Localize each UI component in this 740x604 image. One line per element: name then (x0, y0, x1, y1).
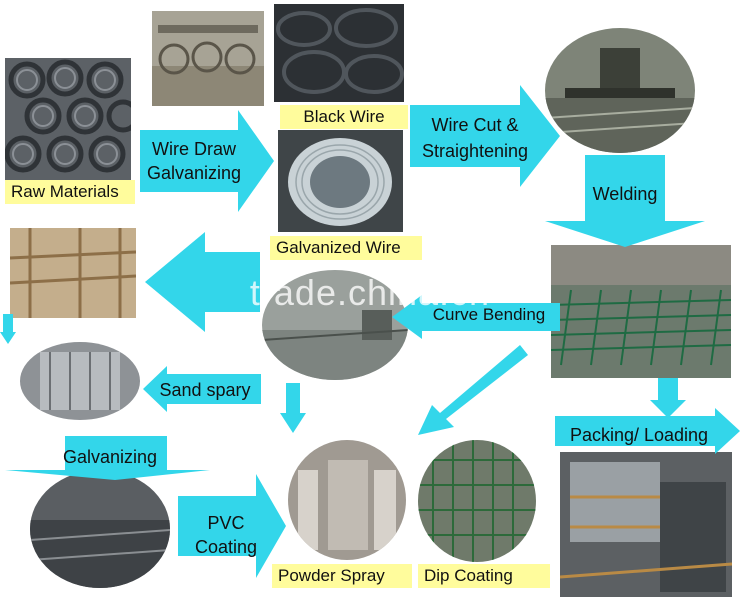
welded-mesh-photo (551, 245, 731, 378)
galvanized-wire-label: Galvanized Wire (270, 236, 422, 260)
welding-label: Welding (592, 184, 658, 204)
watermark: trade.china.cn (249, 272, 491, 313)
rack-photo (10, 228, 136, 318)
wire-draw-label: Wire Draw (152, 139, 236, 159)
pvc-label: PVC (207, 513, 245, 533)
curve-bending-arrow (392, 295, 560, 339)
wire-cut-label: Wire Cut & (431, 115, 519, 135)
welding-arrow (545, 155, 705, 247)
curve-bending-label: Curve Bending (432, 305, 546, 324)
galvanizing-label-2: Galvanizing (62, 447, 158, 467)
wire-draw-arrow (140, 110, 274, 212)
packing-down-arrow (650, 378, 686, 418)
wire-draw-photo (152, 11, 264, 106)
dip-coating-photo (418, 440, 536, 562)
packing-loading-photo (560, 452, 732, 597)
sand-spary-label: Sand spary (159, 380, 251, 400)
sand-spray-photo (20, 342, 140, 420)
powder-spray-label: Powder Spray (272, 564, 412, 588)
left-down-arrow (0, 314, 16, 344)
galvanizing-bath-photo (30, 470, 170, 588)
galvanizing-label-1: Galvanizing (146, 163, 242, 183)
straightening-label: Straightening (421, 141, 529, 161)
welding-machine-photo (545, 28, 695, 153)
powder-spray-photo (288, 440, 406, 560)
packing-loading-label: Packing/ Loading (569, 425, 709, 445)
rack-arrow (145, 232, 260, 332)
raw-materials-photo (5, 58, 131, 204)
dip-diagonal-arrow (418, 345, 528, 435)
black-wire-label: Black Wire (280, 105, 408, 129)
black-wire-photo (274, 4, 404, 102)
dip-coating-label: Dip Coating (418, 564, 550, 588)
sand-spary-arrow (143, 366, 261, 412)
pvc-coating-arrow (178, 474, 286, 578)
powder-down-arrow (280, 383, 306, 433)
raw-materials-label: Raw Materials (5, 180, 135, 204)
wire-cut-arrow (410, 85, 560, 187)
packing-loading-arrow (555, 408, 740, 454)
galvanized-wire-photo (278, 130, 403, 232)
coating-label: Coating (194, 537, 258, 557)
galvanizing-arrow (5, 436, 210, 480)
